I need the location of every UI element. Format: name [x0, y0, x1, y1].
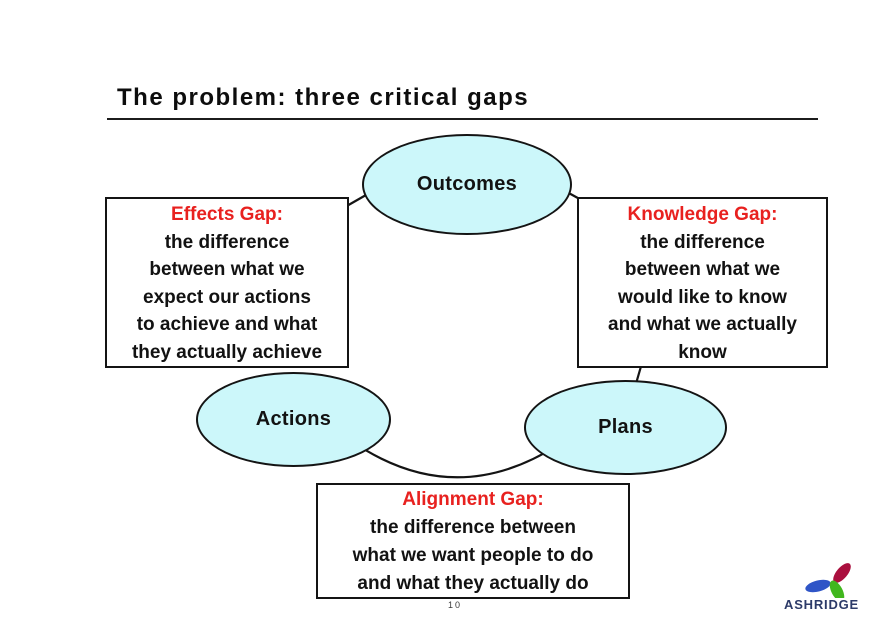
knowledge-gap-box: Knowledge Gap: the difference between wh…: [577, 197, 828, 368]
alignment-gap-heading: Alignment Gap:: [402, 489, 544, 510]
effects-gap-box: Effects Gap: the difference between what…: [105, 197, 349, 368]
connector-actions-plans-arc: [348, 438, 560, 479]
effects-gap-body: the difference between what we expect ou…: [131, 231, 323, 363]
logo-text: ASHRIDGE: [784, 597, 860, 612]
alignment-gap-box: Alignment Gap: the difference between wh…: [316, 483, 630, 599]
pinwheel-icon: [805, 563, 851, 598]
plans-label: Plans: [598, 416, 653, 438]
alignment-gap-body: the difference between what we want peop…: [352, 517, 594, 594]
outcomes-label: Outcomes: [416, 173, 518, 195]
page-number: 10: [448, 600, 463, 610]
page-title: The problem: three critical gaps: [117, 84, 530, 111]
plans-ellipse: Plans: [524, 380, 727, 475]
knowledge-gap-body: the difference between what we would lik…: [608, 231, 797, 363]
outcomes-ellipse: Outcomes: [362, 134, 572, 235]
knowledge-gap-heading: Knowledge Gap:: [627, 204, 778, 225]
actions-label: Actions: [255, 408, 332, 430]
effects-gap-heading: Effects Gap:: [171, 204, 283, 225]
title-underline: [107, 118, 818, 120]
actions-ellipse: Actions: [196, 372, 391, 467]
ashridge-logo: ASHRIDGE: [780, 560, 872, 618]
